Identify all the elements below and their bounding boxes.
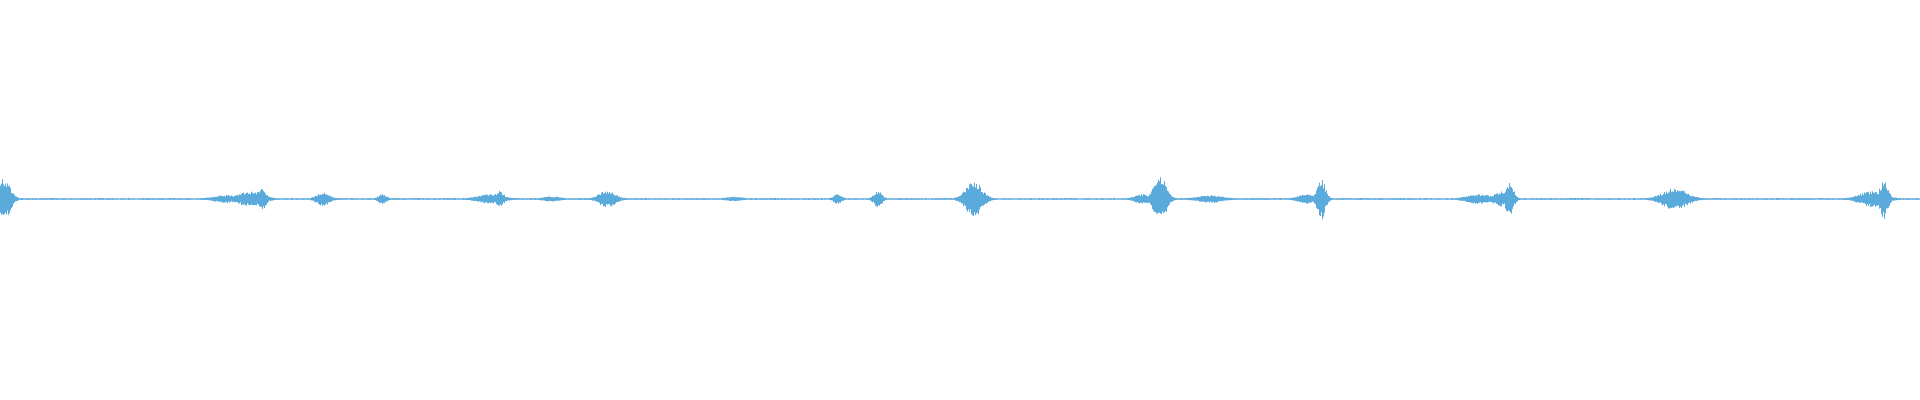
waveform-trace bbox=[0, 177, 1920, 220]
